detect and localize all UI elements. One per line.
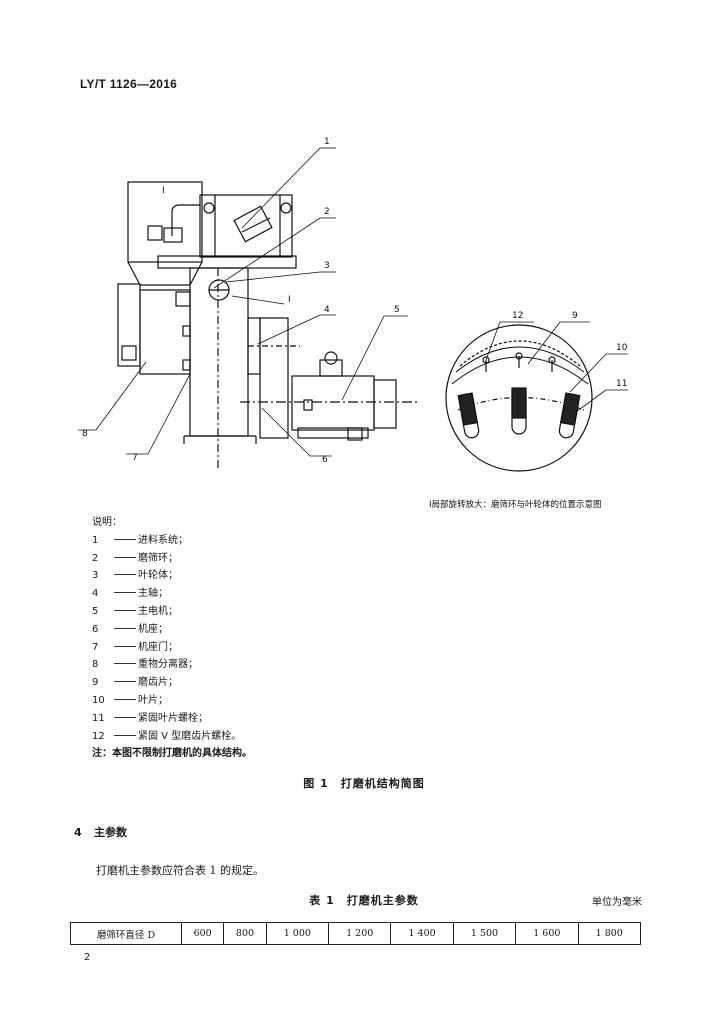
main-parameters-table: 磨筛环直径 D 600 800 1 000 1 200 1 400 1 500 … (70, 922, 642, 945)
machine-structure-diagram: 1 2 3 4 5 6 7 8 I I (78, 137, 628, 510)
table-cell: 1 500 (452, 922, 517, 945)
page-number: 2 (84, 952, 91, 963)
callout-5: 5 (394, 305, 400, 315)
blade-right (558, 392, 581, 439)
callout-6: 6 (322, 455, 328, 465)
figure-caption: 图 1 打磨机结构简图 (303, 777, 425, 790)
inset-caption: I局部旋转放大：磨筛环与叶轮体的位置示意图 (429, 499, 602, 510)
standard-code-header: LY/T 1126—2016 (80, 77, 178, 91)
section-mark-detail: I (288, 295, 291, 305)
table-caption: 表 1 打磨机主参数 (309, 894, 419, 907)
callout-8: 8 (82, 429, 88, 439)
callout-9: 9 (572, 311, 578, 321)
heavy-object-separator (117, 283, 191, 375)
table-cell: 800 (223, 922, 267, 945)
feed-system (147, 194, 297, 269)
detail-inset (445, 324, 593, 472)
table-unit: 单位为毫米 (592, 897, 642, 908)
callout-10: 10 (616, 343, 628, 353)
legend-note: 注：本图不限制打磨机的具体结构。 (92, 748, 252, 760)
callout-7: 7 (132, 453, 138, 463)
section-heading: 4 主参数 (74, 824, 127, 840)
callout-3: 3 (324, 261, 330, 271)
impeller-disc (247, 317, 300, 439)
table-cell: 1 200 (328, 922, 392, 945)
table-cell: 1 600 (515, 922, 579, 945)
body-paragraph: 打磨机主参数应符合表 1 的规定。 (96, 864, 264, 877)
leader-lines (78, 147, 408, 457)
table-cell: 600 (180, 922, 225, 945)
main-motor (240, 351, 420, 441)
table-cell: 1 800 (577, 922, 642, 945)
section-number: 4 (74, 826, 82, 839)
section-mark-hopper: I (162, 186, 165, 196)
callout-2: 2 (324, 207, 330, 217)
callout-11: 11 (616, 379, 627, 389)
callout-1: 1 (324, 137, 330, 147)
blade-left (457, 392, 480, 439)
callout-4: 4 (324, 305, 330, 315)
inset-leader-lines (485, 321, 628, 413)
table-cell: 1 000 (265, 922, 330, 945)
blade-center (511, 387, 527, 435)
table-cell: 1 400 (390, 922, 454, 945)
row-header: 磨筛环直径 D (70, 922, 182, 945)
callout-12: 12 (512, 311, 523, 321)
table-row: 磨筛环直径 D 600 800 1 000 1 200 1 400 1 500 … (70, 922, 642, 945)
legend-title: 说明： (92, 517, 122, 528)
feed-hopper (127, 181, 203, 286)
section-title: 主参数 (94, 826, 127, 839)
